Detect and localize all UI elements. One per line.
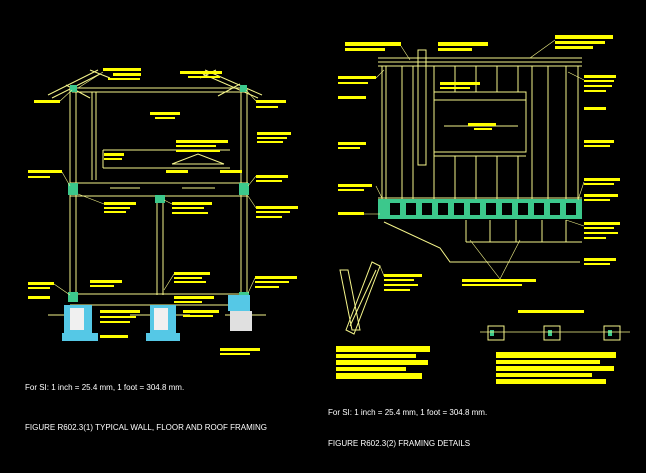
right-callout-labels [336,35,620,384]
left-figure-caption: FIGURE R602.3(1) TYPICAL WALL, FLOOR AND… [25,423,267,432]
left-leader-lines [53,71,257,296]
interior-bearing-wall-upper [91,92,97,180]
right-leader-lines [364,39,585,280]
left-exterior-wall [69,88,77,295]
vent-pipe [417,49,427,166]
floor-joist-band [378,199,582,219]
connection-details [480,325,630,341]
lumber-pieces [339,261,381,335]
left-callout-labels [28,68,298,355]
notch-detail [383,221,580,263]
right-exterior-wall [240,88,248,295]
wall-studs [381,66,579,200]
cripple-studs [454,156,519,200]
right-wall-elevation [378,49,582,263]
ridge-detail [171,153,225,165]
left-si-conversion-note: For SI: 1 inch = 25.4 mm, 1 foot = 304.8… [25,383,185,392]
interior-bearing-wall-lower [156,196,164,295]
right-figure-caption: FIGURE R602.3(2) FRAMING DETAILS [328,439,471,448]
footings [62,295,252,341]
right-si-conversion-note: For SI: 1 inch = 25.4 mm, 1 foot = 304.8… [328,408,488,417]
